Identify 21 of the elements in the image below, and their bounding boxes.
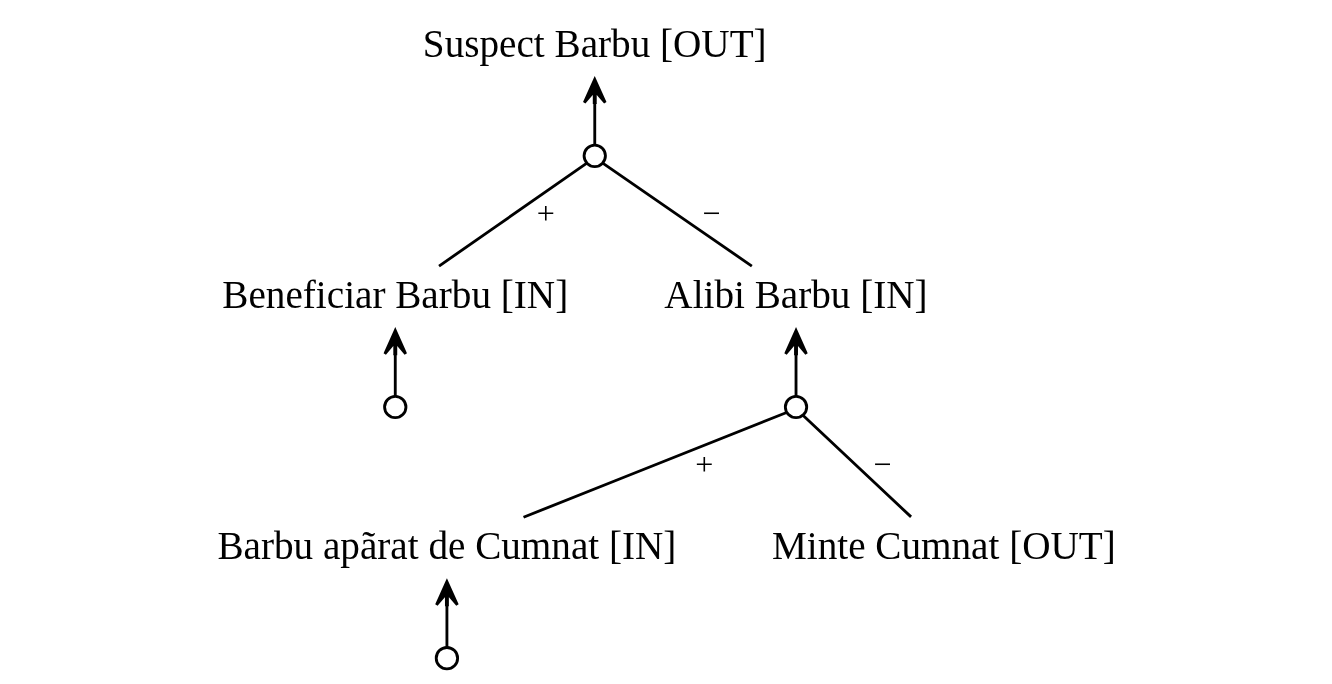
node-circle [783, 394, 809, 420]
node-text: Beneficiar Barbu [IN] [222, 273, 569, 317]
connector [438, 162, 588, 268]
node-text: Minte Cumnat [OUT] [771, 524, 1116, 568]
node-circle [434, 646, 460, 671]
node-text: Suspect Barbu [OUT] [422, 22, 767, 66]
edge-label: − [702, 195, 721, 232]
edge-label: − [873, 446, 892, 483]
node-text: Alibi Barbu [IN] [664, 273, 928, 317]
connector [601, 162, 753, 268]
arrow [784, 329, 808, 397]
connector [523, 411, 788, 519]
node-text: Barbu apãrat de Cumnat [IN] [217, 524, 677, 568]
node-circle [582, 143, 607, 168]
edge-label: + [695, 446, 714, 483]
arrow [383, 329, 408, 397]
arrow [582, 78, 607, 146]
node-circle [383, 394, 408, 420]
connector [801, 414, 913, 518]
arrow [435, 580, 459, 648]
edge-label: + [536, 195, 555, 232]
